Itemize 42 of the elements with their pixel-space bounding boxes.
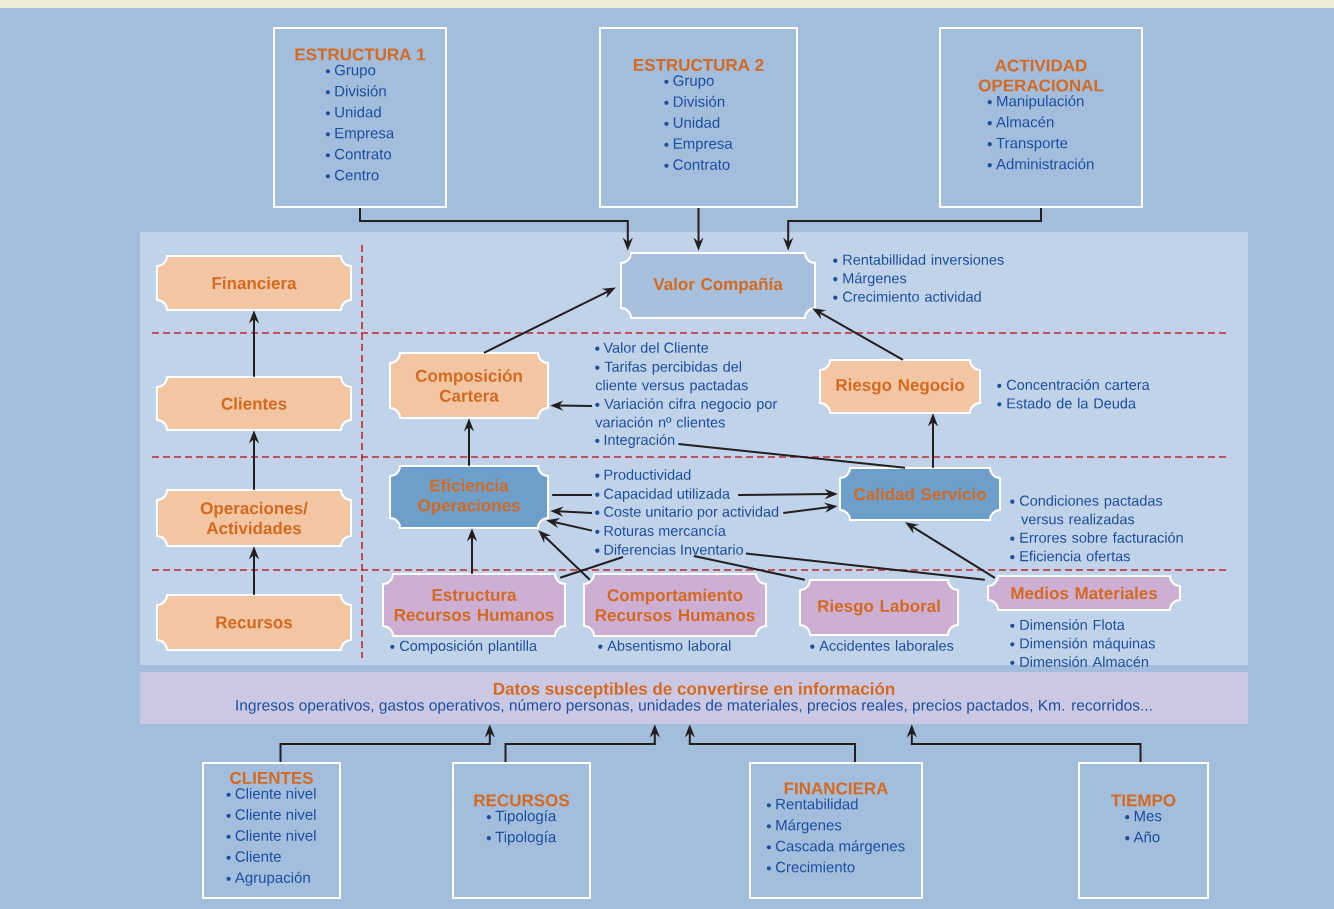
- connector-line: [692, 555, 806, 581]
- bullet-text: Integración: [595, 434, 675, 448]
- indicator-box: Valor Compañía: [620, 252, 816, 319]
- indicator-box: Operaciones/ Actividades: [156, 489, 352, 547]
- indicator-box: Clientes: [156, 376, 352, 431]
- indicator-box: Medios Materiales: [987, 575, 1181, 611]
- category-box: ESTRUCTURA 1 Grupo División Unidad Empresa Contrato Centro: [273, 27, 447, 208]
- bullet-list: Rentabillidad inversiones Márgenes Crecimiento actividad: [833, 254, 1004, 302]
- bullet-text: Diferencias Inventario: [595, 544, 744, 555]
- data-band: Datos susceptibles de convertirse en información Ingresos operativos, gastos operativos, número personas, unidades de materiales, precios reales, precios pactados, Km. recorridos...: [140, 672, 1248, 724]
- connector-line: [677, 443, 906, 469]
- bullet-list: Dimensión Flota Dimensión máquinas Dimensión Almacén: [1010, 619, 1155, 667]
- bullet-list: Condiciones pactadas versus realizadas Errores sobre facturación Eficiencia ofertas: [1010, 495, 1183, 562]
- indicator-box: Estructura Recursos Humanos: [382, 573, 566, 637]
- category-box: RECURSOS Tipología Tipología: [452, 762, 591, 899]
- connector-line: [551, 493, 593, 496]
- indicator-box: Eficiencia Operaciones: [389, 465, 549, 529]
- category-box: FINANCIERA Rentabilidad Márgenes Cascada márgenes Crecimiento: [749, 762, 923, 899]
- bullet-list: Absentismo laboral: [598, 640, 731, 651]
- bullet-text: Tarifas percibidas del cliente versus pactadas: [595, 361, 748, 394]
- bullet-text: Coste unitario por actividad: [595, 506, 779, 520]
- bullet-text: Capacidad utilizada: [595, 488, 730, 502]
- bullet-list: Concentración cartera Estado de la Deuda: [997, 379, 1150, 409]
- bullet-list: Accidentes laborales: [810, 640, 954, 651]
- indicator-box: Riesgo Laboral: [799, 579, 959, 636]
- indicator-box: Financiera: [156, 255, 352, 311]
- category-box: ESTRUCTURA 2 Grupo División Unidad Empresa Contrato: [599, 27, 798, 208]
- category-box: TIEMPO Mes Año: [1078, 762, 1209, 899]
- category-box: ACTIVIDAD OPERACIONAL Manipulación Almacén Transporte Administración: [939, 27, 1143, 208]
- indicator-box: Comportamiento Recursos Humanos: [583, 573, 767, 637]
- bullet-text: Variación cifra negocio por variación nº clientes: [595, 398, 777, 428]
- indicator-box: Recursos: [156, 594, 352, 651]
- bullet-text: Valor del Cliente: [595, 342, 709, 353]
- indicator-box: Riesgo Negocio: [819, 359, 981, 414]
- connector-line: [744, 552, 986, 581]
- bullet-text: Roturas mercancía: [595, 525, 726, 536]
- indicator-box: Composición Cartera: [389, 352, 549, 419]
- bullet-list: Composición plantilla: [390, 640, 537, 654]
- bullet-text: Productividad: [595, 469, 691, 480]
- indicator-box: Calidad Servicio: [839, 467, 1001, 521]
- connector-line: [559, 556, 624, 579]
- category-box: CLIENTES Cliente nivel Cliente nivel Cliente nivel Cliente Agrupación: [202, 762, 341, 899]
